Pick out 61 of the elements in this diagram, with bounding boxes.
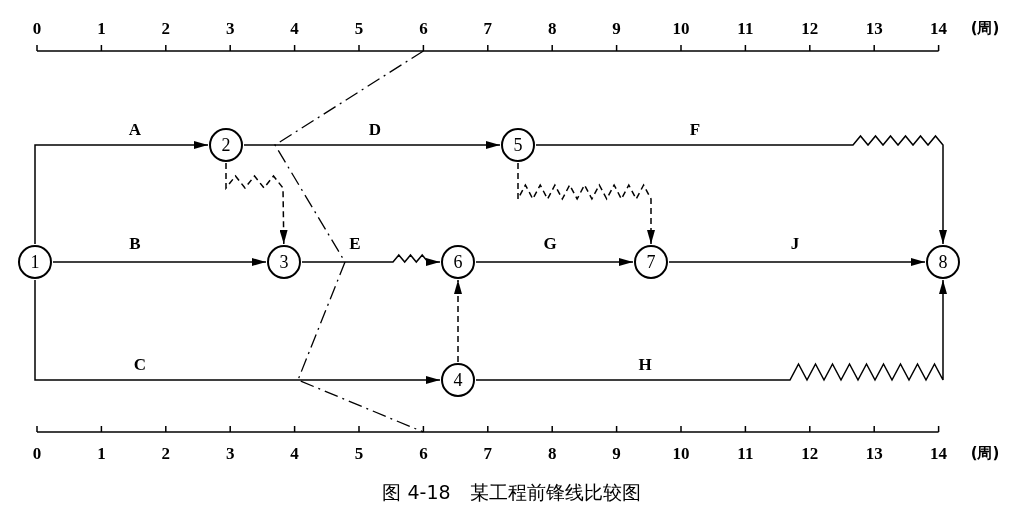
tick-label: 5 [354, 19, 364, 37]
event-node [634, 245, 668, 279]
tick-label: 6 [419, 19, 428, 37]
node-number: 7 [646, 253, 656, 271]
event-node [18, 245, 52, 279]
tick-label: 0 [32, 19, 42, 37]
tick-label: 9 [612, 444, 621, 462]
event-node [926, 245, 960, 279]
activity-arrow [668, 258, 926, 266]
activity-arrow [34, 279, 441, 384]
tick-label: 12 [801, 19, 819, 37]
activity-arrow [475, 258, 634, 266]
tick-label: 13 [865, 444, 883, 462]
activity-arrow [52, 258, 267, 266]
event-node [267, 245, 301, 279]
tick-label: 7 [483, 444, 493, 462]
event-node [209, 128, 243, 162]
unit-label: (周) [970, 20, 1000, 36]
tick-label: 6 [419, 444, 428, 462]
tick-label: 4 [290, 19, 299, 37]
unit-label: (周) [970, 445, 1000, 461]
tick-label: 13 [865, 19, 883, 37]
dummy-arrow [517, 162, 655, 245]
tick-label: 2 [161, 444, 171, 462]
node-number: 8 [938, 253, 948, 271]
activity-arrow [301, 253, 441, 266]
tick-label: 14 [930, 444, 948, 462]
node-number: 5 [513, 136, 523, 154]
tick-label: 8 [547, 19, 557, 37]
dummy-arrow [454, 279, 462, 363]
tick-label: 12 [801, 444, 819, 462]
tick-label: 7 [483, 19, 493, 37]
tick-label: 8 [547, 444, 557, 462]
tick-label: 9 [612, 19, 621, 37]
tick-label: 10 [672, 19, 690, 37]
tick-label: 10 [672, 444, 690, 462]
node-number: 4 [453, 371, 463, 389]
tick-label: 5 [354, 444, 364, 462]
node-number: 1 [30, 253, 40, 271]
dummy-arrow [225, 162, 288, 245]
event-node [441, 363, 475, 397]
tick-label: 11 [737, 444, 754, 462]
activity-arrow [243, 141, 501, 149]
caption: 图 4-18 某工程前锋线比较图 [381, 480, 642, 505]
tick-label: 1 [97, 19, 106, 37]
tick-label: 11 [737, 19, 754, 37]
tick-label: 14 [930, 19, 948, 37]
event-node [501, 128, 535, 162]
event-node [441, 245, 475, 279]
node-number: 6 [453, 253, 463, 271]
tick-label: 3 [225, 19, 235, 37]
activity-arrow [34, 141, 209, 245]
tick-label: 3 [225, 444, 235, 462]
node-number: 3 [279, 253, 289, 271]
tick-label: 2 [161, 19, 171, 37]
activity-arrow [475, 279, 947, 382]
tick-label: 4 [290, 444, 299, 462]
node-number: 2 [221, 136, 231, 154]
tick-label: 1 [97, 444, 106, 462]
activity-arrow [535, 134, 947, 245]
tick-label: 0 [32, 444, 42, 462]
